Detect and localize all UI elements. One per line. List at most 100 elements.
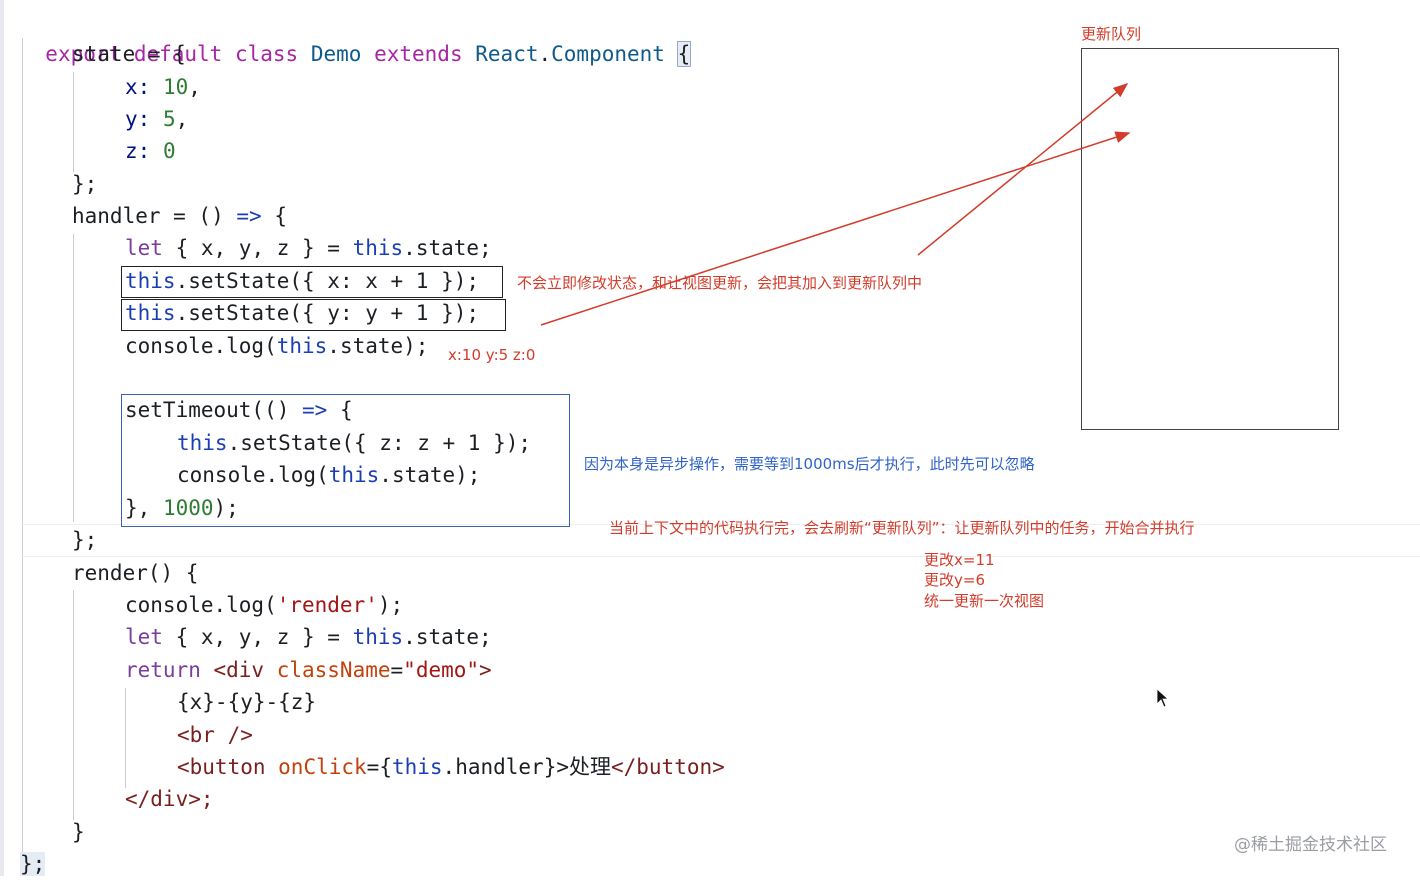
keyword: return bbox=[125, 658, 201, 682]
jsx-tag: > bbox=[479, 658, 492, 682]
code-text: { x, y, z } = bbox=[162, 236, 353, 260]
this-keyword: this bbox=[276, 334, 328, 358]
code-line-20[interactable]: return <div className="demo"> bbox=[125, 654, 492, 686]
number: 0 bbox=[162, 139, 176, 163]
code-line-23[interactable]: <button onClick={this.handler}>处理</butto… bbox=[177, 751, 725, 783]
code-line-17[interactable]: render() { bbox=[72, 557, 198, 589]
code-line-12[interactable]: setTimeout(() => { bbox=[125, 394, 353, 426]
editor-gutter bbox=[0, 0, 4, 876]
string: "demo" bbox=[403, 658, 480, 682]
jsx-attribute: className bbox=[276, 658, 391, 682]
code-line-8[interactable]: let { x, y, z } = this.state; bbox=[125, 232, 492, 264]
code-line-13[interactable]: this.setState({ z: z + 1 }); bbox=[177, 427, 531, 459]
indent-guide bbox=[73, 72, 74, 172]
code-text: }, bbox=[125, 496, 163, 520]
code-line-26[interactable]: }; bbox=[20, 848, 46, 880]
code-line-24[interactable]: </div>; bbox=[125, 783, 214, 815]
code-text: handler = () bbox=[72, 204, 237, 228]
code-text: .state); bbox=[379, 463, 481, 487]
code-line-25[interactable]: } bbox=[72, 816, 85, 848]
class-name: Demo bbox=[310, 42, 362, 66]
code-line-7[interactable]: handler = () => { bbox=[72, 200, 287, 232]
code-line-14[interactable]: console.log(this.state); bbox=[177, 459, 480, 491]
punctuation: . bbox=[538, 42, 552, 66]
code-line-9[interactable]: this.setState({ x: x + 1 }); bbox=[125, 265, 479, 297]
jsx-tag: </button> bbox=[610, 755, 725, 779]
flush-queue-note: 当前上下文中的代码执行完，会去刷新“更新队列”：让更新队列中的任务，开始合并执行 bbox=[609, 519, 1195, 537]
code-text: console.log( bbox=[125, 334, 277, 358]
code-line-4[interactable]: y: 5, bbox=[125, 103, 188, 135]
button-text: 处理 bbox=[568, 755, 611, 779]
code-text: setTimeout(() bbox=[125, 398, 303, 422]
code-text: render() { bbox=[72, 561, 199, 585]
indent-guide bbox=[73, 590, 74, 820]
code-text: { x, y, z } = bbox=[162, 625, 353, 649]
code-text: }; bbox=[20, 852, 46, 876]
code-text: console.log( bbox=[125, 593, 277, 617]
setstate-x-highlight-box bbox=[121, 266, 503, 298]
keyword: let bbox=[125, 236, 163, 260]
number: 10 bbox=[162, 75, 189, 99]
property: x: bbox=[125, 75, 151, 99]
update-queue-box bbox=[1081, 48, 1339, 430]
code-line-21[interactable]: {x}-{y}-{z} bbox=[177, 686, 316, 718]
number: 1000 bbox=[162, 496, 214, 520]
code-text: .setState({ y: y + 1 }); bbox=[175, 301, 480, 325]
class-name: Component bbox=[551, 42, 665, 66]
code-text: = bbox=[390, 658, 404, 682]
punctuation: , bbox=[175, 107, 189, 131]
code-line-3[interactable]: x: 10, bbox=[125, 71, 201, 103]
code-text: }; bbox=[72, 172, 98, 196]
code-text: {x}-{y}-{z} bbox=[177, 690, 317, 714]
this-keyword: this bbox=[328, 463, 380, 487]
async-note: 因为本身是异步操作，需要等到1000ms后才执行，此时先可以忽略 bbox=[584, 455, 1035, 473]
code-text: .setState({ z: z + 1 }); bbox=[227, 431, 532, 455]
code-line-16[interactable]: }; bbox=[72, 524, 97, 556]
property: y: bbox=[125, 107, 151, 131]
code-text: ={ bbox=[366, 755, 392, 779]
code-text: ); bbox=[213, 496, 239, 520]
indent-guide bbox=[73, 234, 74, 522]
jsx-attribute: onClick bbox=[278, 755, 367, 779]
brace: { bbox=[676, 41, 692, 67]
code-text: { bbox=[327, 398, 353, 422]
indent-guide bbox=[125, 688, 126, 788]
code-text: state = { bbox=[72, 42, 186, 66]
code-text: } bbox=[72, 820, 85, 844]
code-line-19[interactable]: let { x, y, z } = this.state; bbox=[125, 621, 492, 653]
keyword: default bbox=[133, 42, 223, 66]
arrow-operator: => bbox=[302, 398, 328, 422]
log-result-note: x:10 y:5 z:0 bbox=[448, 346, 536, 364]
code-text: .handler}> bbox=[442, 755, 569, 779]
arrow-setstate-y-to-queue bbox=[540, 131, 1131, 326]
code-line-5[interactable]: z: 0 bbox=[125, 135, 176, 167]
code-line-1[interactable]: export default class Demo extends React.… bbox=[20, 6, 692, 67]
keyword: class bbox=[234, 42, 299, 66]
mouse-cursor-icon bbox=[1156, 688, 1170, 708]
keyword: let bbox=[125, 625, 163, 649]
code-line-10[interactable]: this.setState({ y: y + 1 }); bbox=[125, 297, 479, 329]
step-update-y: 更改y=6 bbox=[924, 571, 985, 589]
watermark: @稀土掘金技术社区 bbox=[1234, 835, 1387, 855]
code-line-11[interactable]: console.log(this.state); bbox=[125, 330, 428, 362]
code-line-22[interactable]: <br /> bbox=[177, 719, 253, 751]
update-queue-title: 更新队列 bbox=[1081, 25, 1142, 43]
code-line-15[interactable]: }, 1000); bbox=[125, 492, 239, 524]
step-update-x: 更改x=11 bbox=[924, 551, 995, 569]
code-text: ); bbox=[377, 593, 404, 617]
code-text: .state; bbox=[403, 236, 492, 260]
code-line-18[interactable]: console.log('render'); bbox=[125, 589, 403, 621]
this-keyword: this bbox=[177, 431, 228, 455]
arrow-setstate-x-to-queue bbox=[917, 83, 1129, 256]
settimeout-highlight-box bbox=[121, 394, 570, 527]
this-keyword: this bbox=[125, 269, 176, 293]
code-line-2[interactable]: state = { bbox=[72, 38, 186, 70]
code-text: }; bbox=[72, 528, 98, 552]
string: 'render' bbox=[276, 593, 378, 617]
step-update-view: 统一更新一次视图 bbox=[924, 592, 1045, 610]
code-text: .state); bbox=[327, 334, 429, 358]
indent-guide bbox=[22, 38, 23, 864]
keyword: export bbox=[45, 42, 122, 66]
code-line-6[interactable]: }; bbox=[72, 168, 97, 200]
